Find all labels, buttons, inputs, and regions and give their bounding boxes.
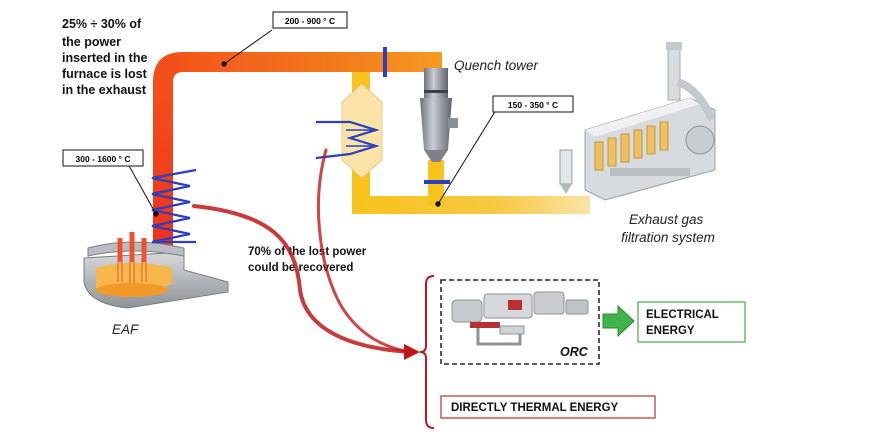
svg-text:DIRECTLY THERMAL ENERGY: DIRECTLY THERMAL ENERGY [451,402,619,414]
svg-text:ELECTRICAL ENERGY: ELECTRICAL ENERGY [646,309,722,337]
heat-exchanger [315,83,383,179]
callout-leaders [127,29,497,217]
quench-tower-label: Quench tower [454,58,539,73]
duct-elbow [153,52,183,82]
recovery-arrow-eaf [192,204,412,354]
thermal-energy-box: DIRECTLY THERMAL ENERGY [440,395,656,419]
orc-label: ORC [560,345,589,359]
svg-text:150 - 350 ° C: 150 - 350 ° C [508,100,558,110]
recovery-arrow-exchanger [316,148,412,354]
temp-callout-after-quench: 150 - 350 ° C [492,95,574,113]
orc-unit-illustration [451,291,589,346]
output-bracket [419,275,435,429]
eaf-label: EAF [112,322,139,337]
recovery-arrows [192,148,420,360]
filtration-label: Exhaust gas filtration system [621,212,715,245]
svg-text:300 - 1600 ° C: 300 - 1600 ° C [76,154,131,164]
duct-top [180,52,442,72]
riser-coil [151,168,197,244]
temp-callout-furnace-exit: 300 - 1600 ° C [62,149,144,167]
recovery-arrowhead [404,344,420,360]
eaf-furnace [83,232,229,309]
recovery-note: 70% of the lost power could be recovered [248,246,369,274]
electrical-arrow [602,304,635,338]
orc-box: ORC [440,279,600,365]
duct-flange-top [383,47,387,77]
filtration-plant [559,42,716,201]
temp-callout-duct-top: 200 - 900 ° C [272,11,348,29]
duct-bottom [352,196,590,214]
duct-flange-bottom [424,180,450,184]
loss-note: 25% ÷ 30% of the power inserted in the f… [62,17,151,97]
electrical-energy-box: ELECTRICAL ENERGY [637,301,746,343]
svg-text:200 - 900 ° C: 200 - 900 ° C [285,16,335,26]
quench-tower [420,68,458,162]
